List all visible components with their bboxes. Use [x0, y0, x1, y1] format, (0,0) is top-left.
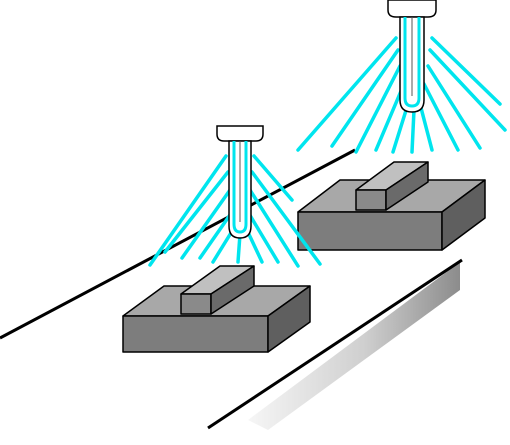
spray-nozzle-back	[296, 0, 507, 154]
nozzle-back-cap	[387, 0, 437, 18]
workpiece-back-rib-front	[355, 189, 387, 211]
workpiece-back-side-face	[441, 179, 486, 251]
spray-front-jets	[148, 154, 322, 268]
workpiece-back	[297, 161, 486, 251]
workpiece-back-front-face	[297, 211, 443, 251]
nozzle-front-tube-glow	[232, 141, 248, 234]
conveyor-edge-shading	[248, 262, 460, 430]
workpiece-front-side-face	[267, 285, 311, 353]
nozzle-back-tube-glow	[403, 17, 421, 108]
workpiece-front-rib-front	[180, 293, 212, 315]
workpiece-back-rib-side	[385, 161, 429, 211]
conveyor-front-rail	[207, 258, 463, 430]
workpiece-front-rib-side	[210, 265, 255, 315]
spray-nozzle-front	[148, 125, 322, 268]
workpiece-front	[122, 265, 311, 353]
workpiece-front-front-face	[122, 315, 269, 353]
nozzle-front-cap	[216, 125, 264, 142]
conveyor-back-rail	[0, 148, 356, 340]
